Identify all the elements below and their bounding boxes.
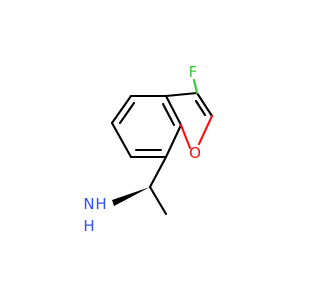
amine-n-label: N — [83, 195, 94, 213]
bond-c4-c5-inner — [118, 101, 136, 125]
furan-ring — [164, 91, 214, 150]
bond-c2-o — [197, 114, 214, 146]
bond-c3a-c7a-inner — [161, 102, 176, 127]
bond-c3-f — [192, 78, 199, 95]
bond-c7-c7a — [164, 123, 183, 159]
amine-h-label: H — [95, 195, 106, 213]
bond-cchiral-methyl — [148, 185, 168, 216]
bond-c3-c2-inner — [194, 99, 207, 117]
bond-c5-c6 — [110, 121, 133, 159]
bond-c7-cchiral — [148, 155, 168, 189]
bond-c3a-c7a — [164, 94, 183, 127]
side-chain — [112, 155, 168, 216]
bond-c3-c2 — [195, 91, 214, 118]
oxygen-label: O — [189, 144, 201, 162]
wedge-bond-cchiral-n — [112, 187, 150, 206]
bond-o-c7a — [179, 123, 192, 150]
fluorine-label: F — [189, 63, 198, 81]
bond-c4-c5 — [110, 94, 133, 125]
molecule-structure: F O N H H — [83, 63, 214, 235]
benzene-ring — [110, 94, 183, 159]
bond-c3a-c3 — [164, 91, 199, 98]
amine-h2-label: H — [83, 217, 94, 235]
